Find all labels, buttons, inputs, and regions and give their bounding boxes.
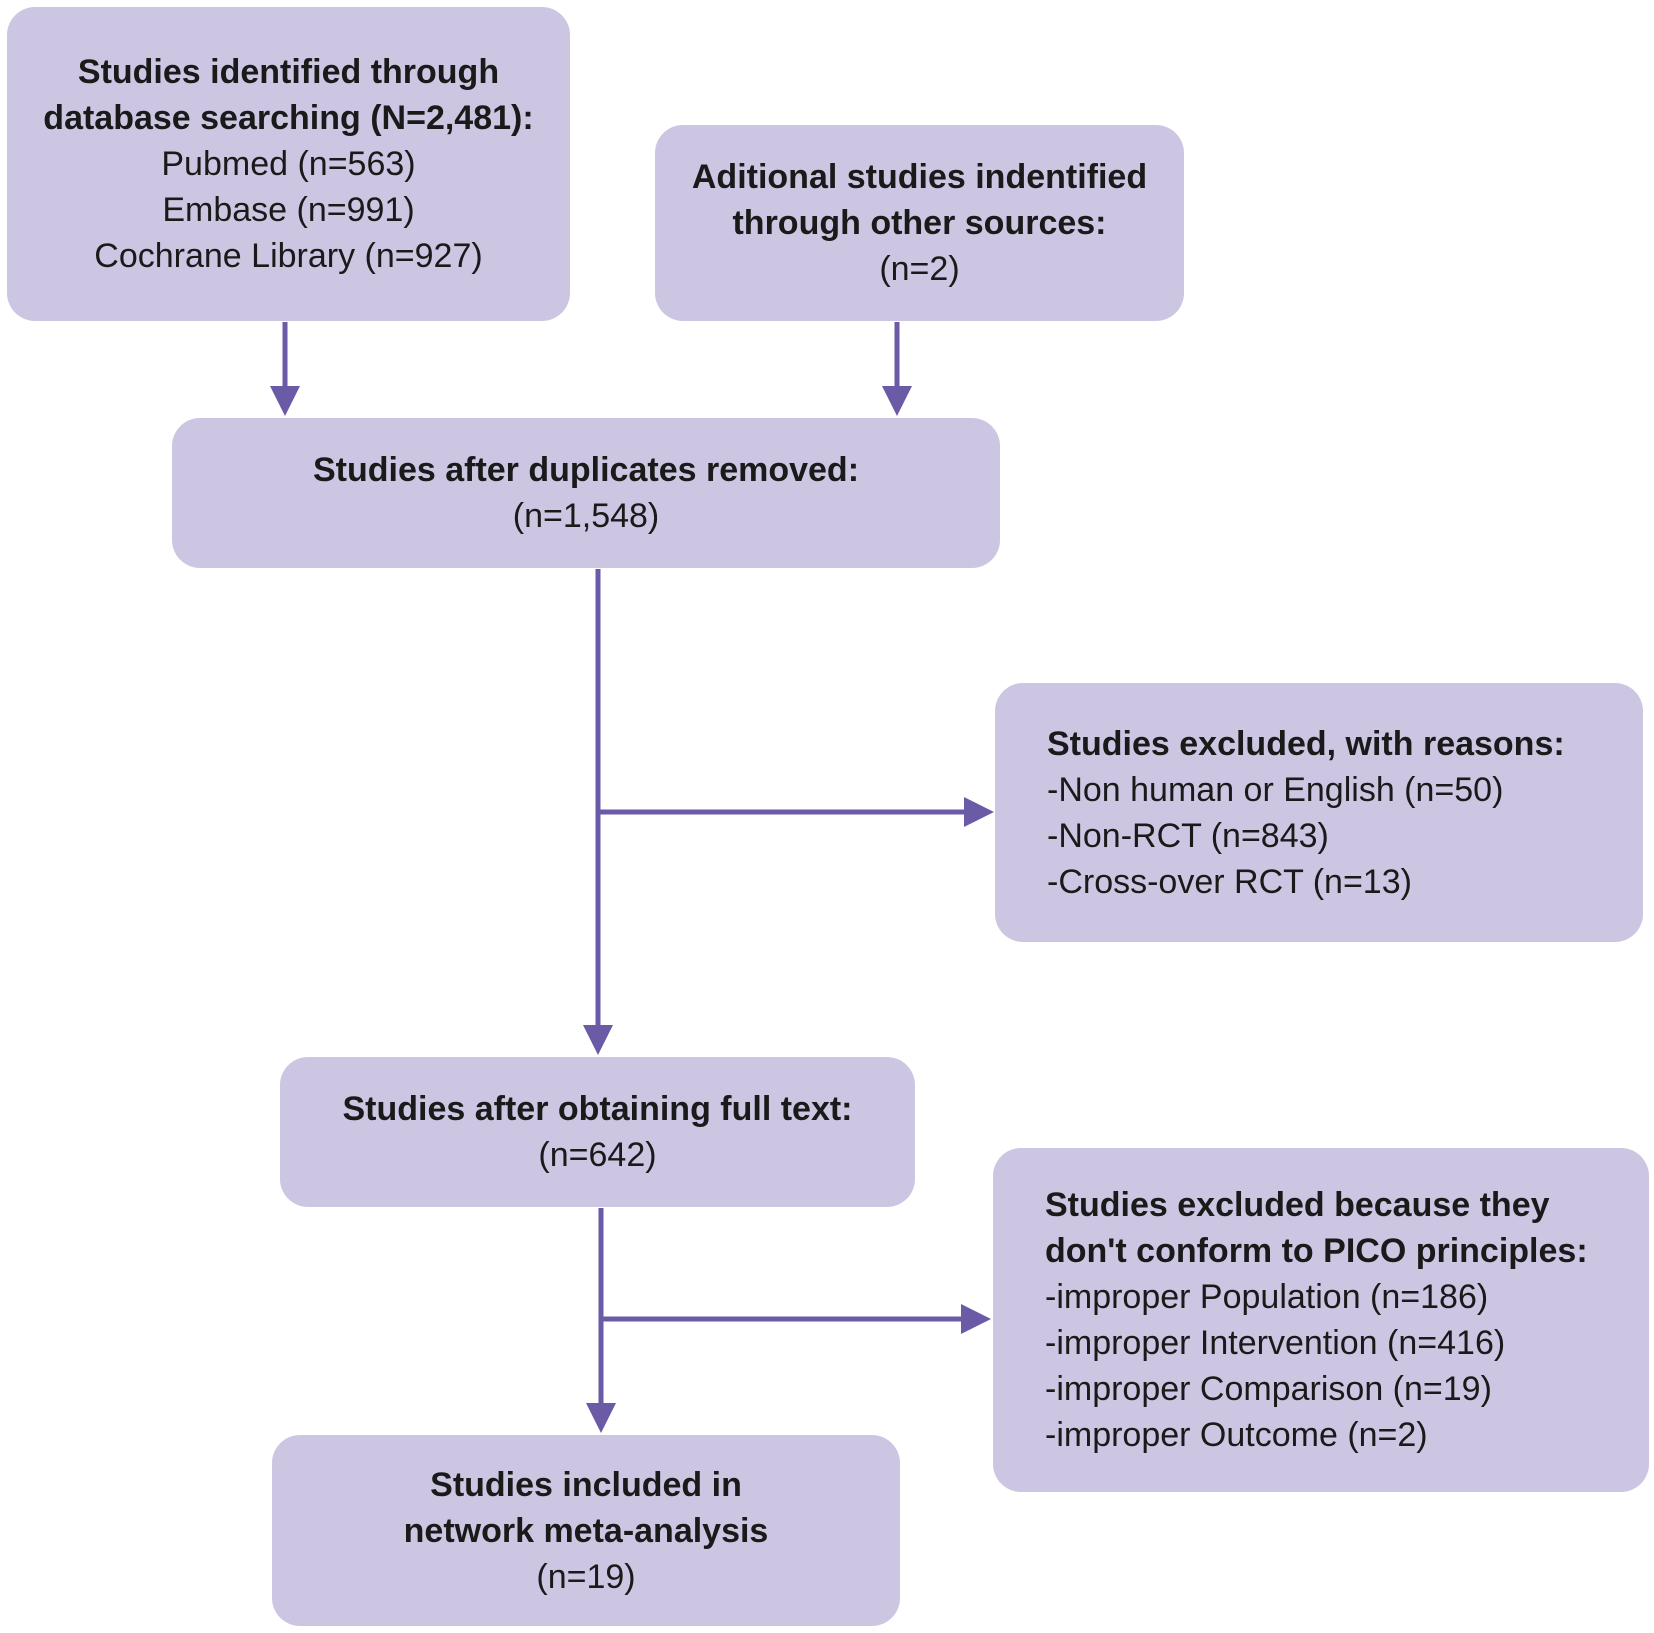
additional-title-line-2: through other sources: xyxy=(732,204,1107,242)
excluded-pico-box: Studies excluded because they don't conf… xyxy=(993,1148,1649,1492)
excluded-reason-item: -Cross-over RCT (n=13) xyxy=(1047,862,1412,901)
additional-count: (n=2) xyxy=(879,250,960,288)
included-studies-box: Studies included in network meta-analysi… xyxy=(272,1435,900,1626)
excluded-pico-title-line-1: Studies excluded because they xyxy=(1045,1186,1550,1224)
excluded-pico-item: -improper Intervention (n=416) xyxy=(1045,1324,1506,1362)
excluded-reasons-box: Studies excluded, with reasons: -Non hum… xyxy=(995,683,1643,942)
excluded-reasons-title: Studies excluded, with reasons: xyxy=(1047,724,1565,763)
additional-title-line-1: Aditional studies indentified xyxy=(691,158,1148,196)
included-count: (n=19) xyxy=(536,1557,636,1596)
identified-title-line-2: database searching (N=2,481): xyxy=(43,99,534,137)
identified-title-line-1: Studies identified through xyxy=(77,53,500,91)
excluded-pico-item: -improper Population (n=186) xyxy=(1045,1278,1489,1316)
arrow-dedup-to-fulltext xyxy=(583,569,613,1055)
arrow-search-to-dedup xyxy=(270,322,300,416)
arrow-other-to-dedup xyxy=(882,322,912,416)
full-text-box: Studies after obtaining full text: (n=64… xyxy=(280,1057,915,1207)
duplicates-removed-count: (n=1,548) xyxy=(512,497,660,535)
arrow-branch-to-excluded-reasons xyxy=(598,797,994,827)
full-text-count: (n=642) xyxy=(538,1136,657,1174)
additional-studies-box: Aditional studies indentified through ot… xyxy=(655,125,1184,321)
arrow-fulltext-to-included xyxy=(586,1208,616,1433)
source-pubmed: Pubmed (n=563) xyxy=(161,145,416,183)
included-title-line-2: network meta-analysis xyxy=(403,1511,769,1550)
excluded-pico-item: -improper Comparison (n=19) xyxy=(1045,1370,1492,1408)
duplicates-removed-title: Studies after duplicates removed: xyxy=(312,451,860,489)
included-title-line-1: Studies included in xyxy=(430,1465,742,1504)
excluded-pico-title-line-2: don't conform to PICO principles: xyxy=(1045,1232,1588,1270)
source-cochrane: Cochrane Library (n=927) xyxy=(94,237,483,275)
excluded-reason-item: -Non human or English (n=50) xyxy=(1047,770,1504,809)
excluded-reason-item: -Non-RCT (n=843) xyxy=(1047,816,1329,855)
duplicates-removed-box: Studies after duplicates removed: (n=1,5… xyxy=(172,418,1000,568)
source-embase: Embase (n=991) xyxy=(162,191,415,229)
identified-studies-box: Studies identified through database sear… xyxy=(7,7,570,321)
arrow-branch-to-excluded-pico xyxy=(601,1304,991,1334)
excluded-pico-item: -improper Outcome (n=2) xyxy=(1045,1416,1428,1454)
full-text-title: Studies after obtaining full text: xyxy=(342,1090,853,1128)
